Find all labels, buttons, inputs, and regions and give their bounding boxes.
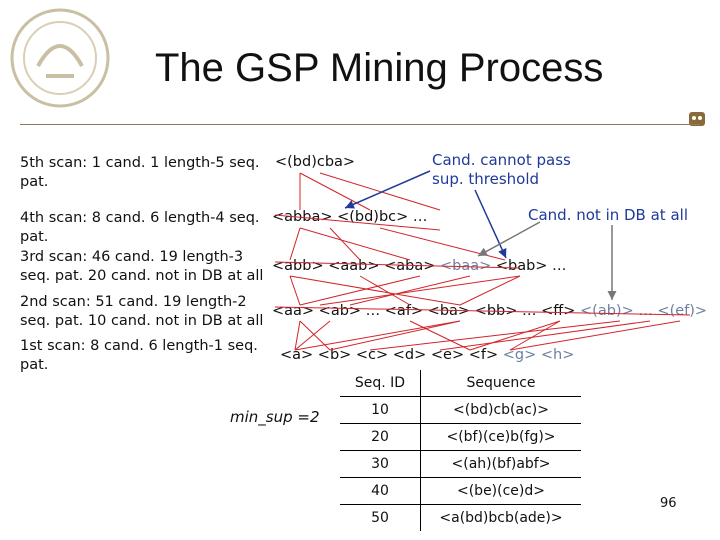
column-header-seq-id: Seq. ID	[340, 370, 421, 397]
candidates-length-4: <abba> <(bd)bc> …	[272, 209, 428, 225]
table-row: 20 <(bf)(ce)b(fg)>	[340, 423, 581, 451]
scan-2-label: 2nd scan: 51 cand. 19 length-2 seq. pat.…	[20, 294, 264, 329]
page-title: The GSP Mining Process	[155, 46, 604, 90]
candidates-length-3-pruned: <baa>	[439, 258, 492, 274]
table-row: 50 <a(bd)bcb(ade)>	[340, 504, 581, 531]
scan-1-label: 1st scan: 8 cand. 6 length-1 seq. pat.	[20, 338, 258, 373]
column-header-sequence: Sequence	[420, 370, 581, 397]
seq-id-cell: 20	[340, 423, 421, 451]
sequence-cell: <(bd)cb(ac)>	[453, 402, 549, 418]
sequence-cell: <a(bd)bcb(ade)>	[420, 504, 581, 531]
sequence-cell: <(bf)(ce)b(fg)>	[420, 423, 581, 451]
seq-id-cell: 40	[340, 477, 421, 505]
note-not-in-db: Cand. not in DB at all	[528, 206, 688, 224]
sequence-cell: <(ah)(bf)abf>	[420, 450, 581, 478]
candidates-length-3-more: <bab> …	[495, 258, 567, 274]
university-seal-logo	[8, 6, 113, 111]
sequence-cell: <(be)(ce)d>	[420, 477, 581, 505]
candidates-length-2: <aa> <ab> … <af> <ba> <bb> … <ff>	[272, 303, 576, 319]
seq-id-cell: 30	[340, 450, 421, 478]
candidates-length-1: <a> <b> <c> <d> <e> <f>	[280, 347, 499, 363]
decorative-mascot-icon	[686, 108, 708, 130]
scan-5-label: 5th scan: 1 cand. 1 length-5 seq. pat.	[20, 155, 260, 190]
page-number: 96	[660, 496, 677, 511]
table-row: 30 <(ah)(bf)abf>	[340, 450, 581, 478]
scan-3-label: 3rd scan: 46 cand. 19 length-3 seq. pat.…	[20, 249, 264, 284]
note-cannot-pass-threshold: Cand. cannot pass sup. threshold	[432, 151, 571, 188]
scan-4-label: 4th scan: 8 cand. 6 length-4 seq. pat.	[20, 210, 260, 245]
candidates-length-1-infrequent: <g> <h>	[502, 347, 575, 363]
seq-id-cell: 10	[340, 396, 421, 424]
table-row: 10 <(bd)cb(ac)>	[340, 396, 581, 424]
candidates-length-3-frequent: <abb> <aab> <aba>	[272, 258, 436, 274]
min-support-label: min_sup =2	[230, 408, 320, 426]
title-divider	[20, 124, 700, 125]
seq-id-cell: 50	[340, 504, 421, 531]
table-row: 40 <(be)(ce)d>	[340, 477, 581, 505]
candidates-length-5: <(bd)cba>	[275, 154, 356, 170]
sequence-database-table: Seq. ID Sequence 10 <(bd)cb(ac)> 20 <(bf…	[340, 370, 581, 531]
